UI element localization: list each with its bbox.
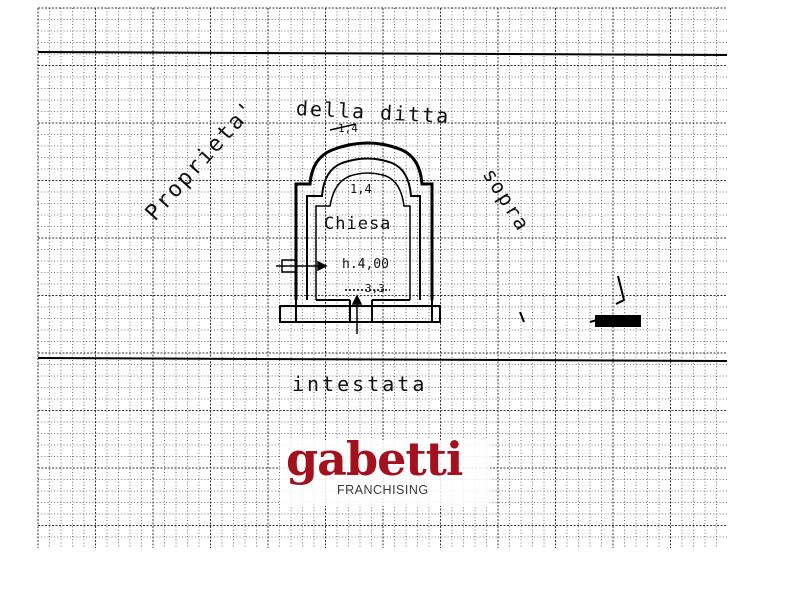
label-intestata: intestata <box>292 372 428 396</box>
north-arrow-marks <box>519 275 641 327</box>
property-line-top <box>37 51 728 56</box>
graph-paper-major-grid <box>37 7 727 548</box>
gabetti-logo: gabetti FRANCHISING <box>280 432 490 506</box>
top-dimension-label: 1,4 <box>350 182 372 196</box>
dimension-marks <box>276 123 390 334</box>
church-building-outline <box>279 141 441 323</box>
arch-dimension-label: 1,4 <box>338 122 358 135</box>
graph-paper-grid <box>38 8 727 548</box>
logo-subtitle: FRANCHISING <box>337 483 429 497</box>
logo-wordmark: gabetti <box>286 432 463 486</box>
room-height-label: h.4,00 <box>342 257 389 272</box>
bottom-dimension-label: 3,3 <box>365 282 385 295</box>
room-name-label: Chiesa <box>324 214 392 234</box>
property-line-bottom <box>37 357 728 362</box>
